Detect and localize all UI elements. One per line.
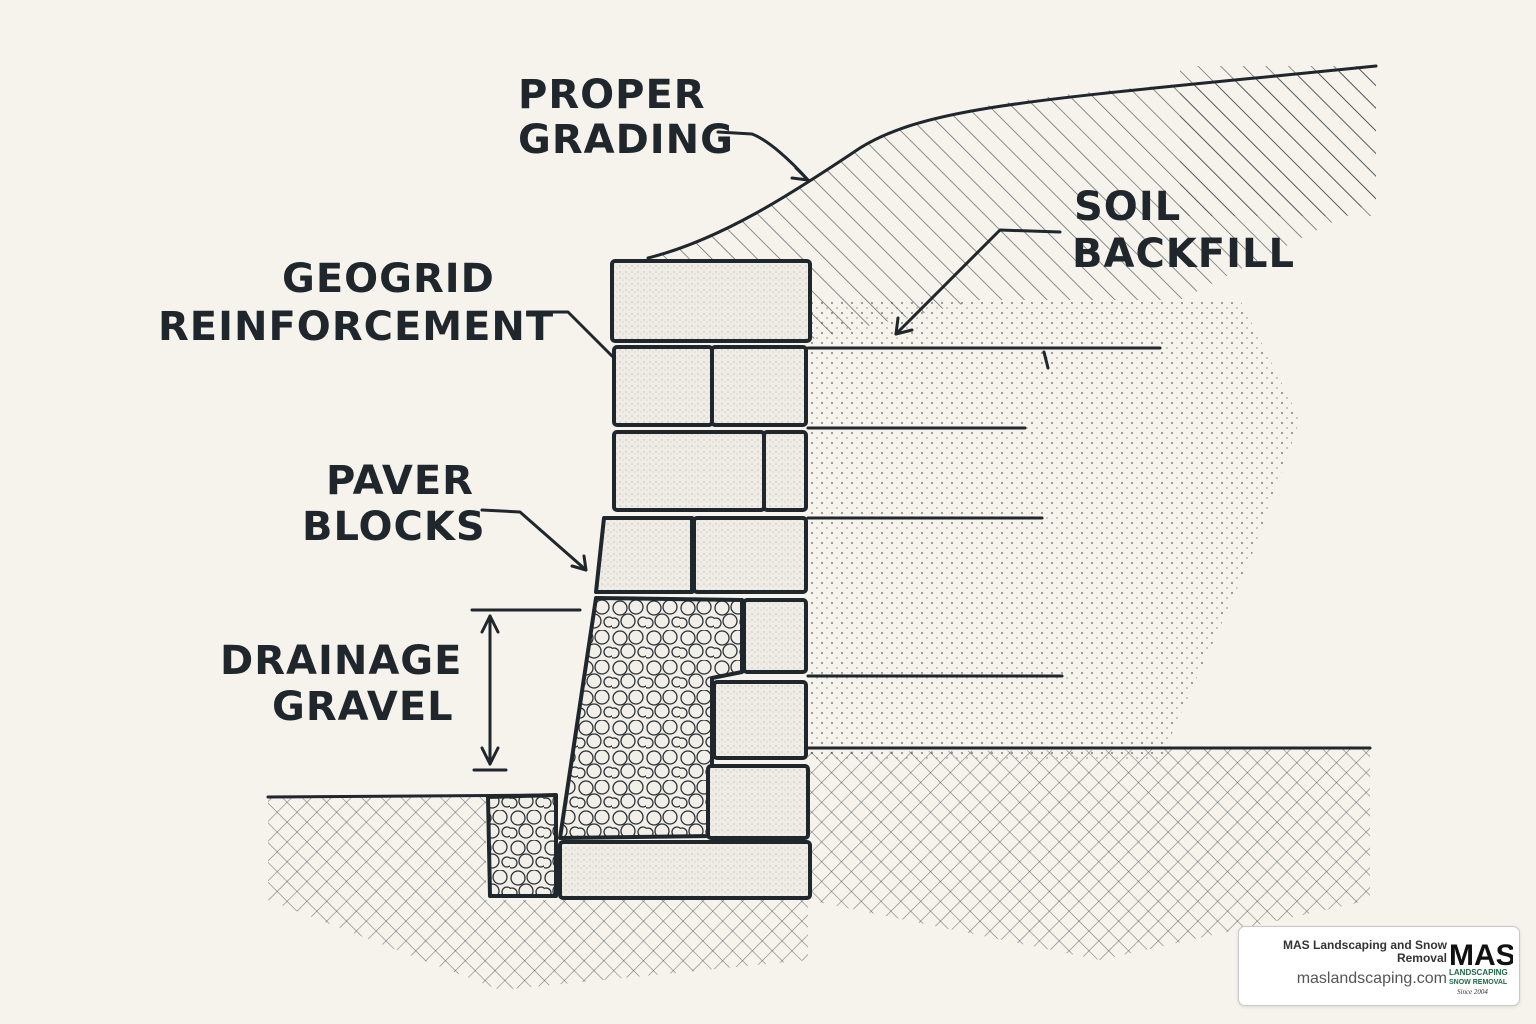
dimension-arrow-top [480, 614, 500, 634]
drainage-gravel-label-line2: GRAVEL [272, 684, 454, 730]
paver-block [712, 680, 808, 760]
paver-block [710, 345, 808, 427]
soil-backfill-leader [894, 228, 1062, 336]
paver-blocks-arrowhead [570, 554, 588, 572]
svg-text:SNOW REMOVAL: SNOW REMOVAL [1449, 979, 1508, 986]
paver-block [612, 345, 714, 427]
paver-blocks-leader [480, 508, 588, 572]
paver-blocks-label-line1: PAVER [326, 458, 474, 504]
proper-grading-arrowhead [790, 166, 810, 182]
geogrid-leader [526, 310, 614, 358]
ground-crosshatch-right [808, 748, 1370, 960]
drain-trench [486, 793, 558, 898]
svg-text:MAS: MAS [1449, 939, 1513, 972]
paver-block [594, 516, 694, 594]
drainage-gravel-fill [558, 596, 744, 840]
paver-block [706, 764, 810, 840]
drainage-gravel-label-line1: DRAINAGE [220, 638, 462, 684]
ground-hatch-left [268, 797, 808, 990]
slope-hatch-right [1180, 66, 1376, 216]
mas-logo-icon: MAS LANDSCAPING SNOW REMOVAL Since 2004 [1449, 939, 1513, 996]
paver-block [762, 430, 808, 512]
slope-line [646, 64, 1378, 260]
geogrid-tick [1042, 350, 1050, 370]
soil-backfill-area [808, 300, 1300, 760]
paver-blocks-label-line2: BLOCKS [302, 504, 486, 550]
company-url[interactable]: maslandscaping.com [1296, 970, 1447, 987]
soil-backfill-arrowhead [894, 316, 914, 336]
proper-grading-label-line2: GRADING [518, 117, 734, 163]
svg-text:LANDSCAPING: LANDSCAPING [1449, 968, 1508, 977]
paver-block [692, 516, 808, 594]
paver-block [610, 259, 812, 343]
paver-block [558, 840, 812, 900]
soil-backfill-label-line2: BACKFILL [1072, 231, 1295, 277]
company-name: MAS Landscaping and Snow Removal [1282, 938, 1447, 965]
svg-text:Since 2004: Since 2004 [1457, 988, 1488, 996]
paver-block [612, 430, 766, 512]
geogrid-label-line1: GEOGRID [282, 256, 495, 302]
dimension-arrow-bottom [480, 746, 500, 766]
soil-backfill-label-line1: SOIL [1074, 184, 1181, 230]
company-badge[interactable]: MAS Landscaping and Snow Removal masland… [1238, 926, 1520, 1006]
geogrid-label-line2: REINFORCEMENT [158, 304, 554, 350]
proper-grading-label-line1: PROPER [518, 72, 706, 118]
paver-block [742, 598, 808, 674]
